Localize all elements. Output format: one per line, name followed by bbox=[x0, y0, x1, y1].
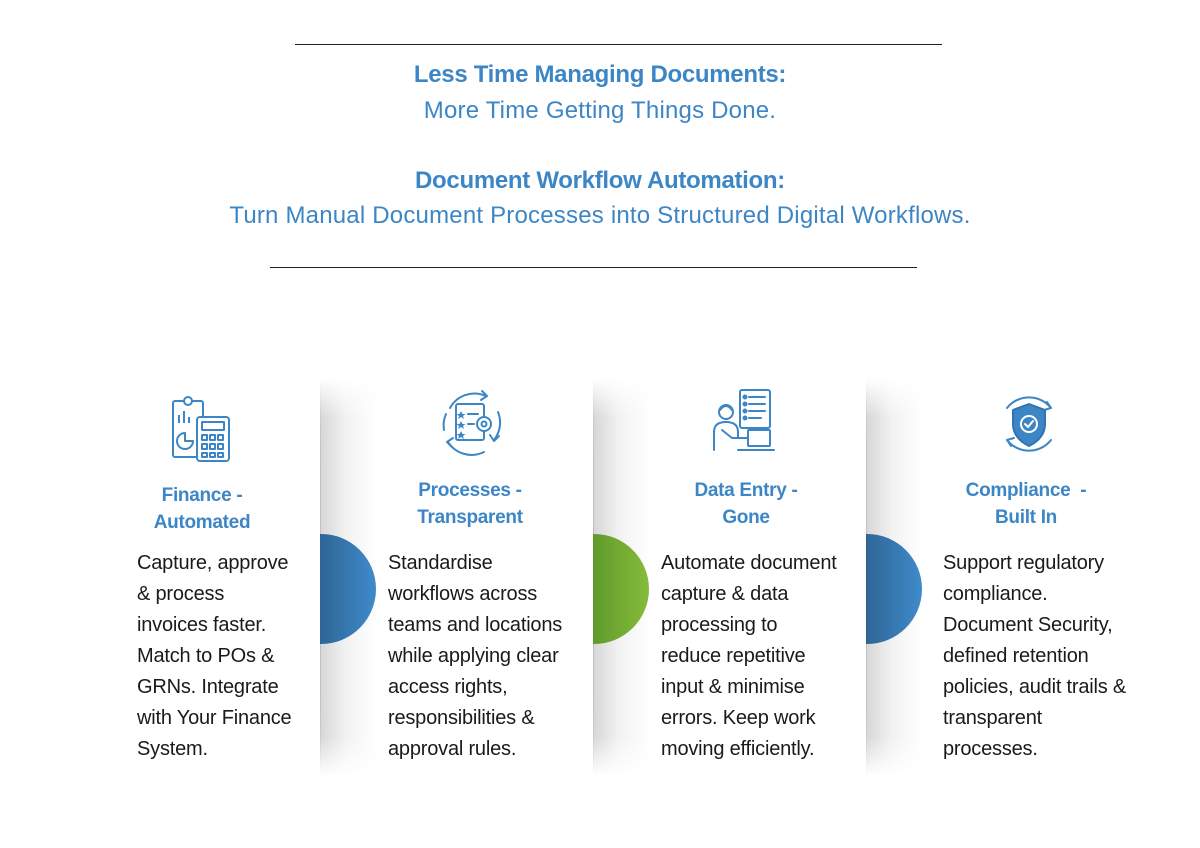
headline-documents: Less Time Managing Documents: bbox=[413, 61, 787, 88]
data-entry-person-icon bbox=[708, 386, 780, 458]
column-title-processes: Processes -Transparent bbox=[417, 480, 523, 528]
column-body-compliance: Support regulatory compliance. Document … bbox=[943, 552, 1127, 760]
column-body-data-entry: Automate document capture & data process… bbox=[661, 552, 837, 760]
column-title-data-entry: Data Entry -Gone bbox=[694, 480, 798, 528]
top-divider bbox=[295, 44, 942, 45]
compliance-shield-icon bbox=[993, 388, 1065, 460]
column-body-processes: Standardise workflows across teams and l… bbox=[388, 552, 563, 760]
column-body-finance: Capture, approve & process invoices fast… bbox=[137, 552, 292, 760]
bottom-divider bbox=[270, 267, 917, 268]
process-cycle-icon bbox=[436, 386, 508, 458]
column-title-finance: Finance -Automated bbox=[153, 485, 251, 533]
subline-documents: More Time Getting Things Done. bbox=[423, 97, 777, 124]
column-title-compliance: Compliance -Built In bbox=[965, 480, 1087, 528]
subline-workflow: Turn Manual Document Processes into Stru… bbox=[229, 202, 971, 229]
finance-calculator-icon bbox=[165, 393, 237, 465]
headline-workflow: Document Workflow Automation: bbox=[415, 167, 785, 194]
